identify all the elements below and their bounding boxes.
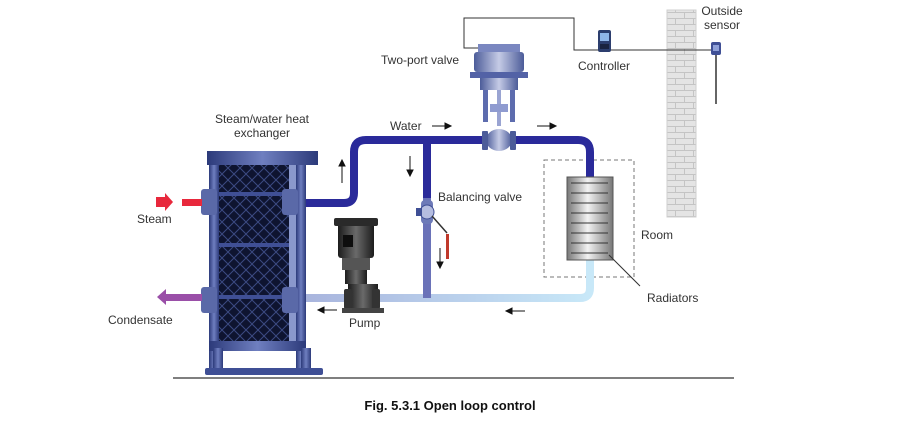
heat-exchanger-label: Steam/water heat exchanger	[200, 112, 324, 140]
water-label: Water	[390, 119, 422, 133]
controller-icon	[598, 30, 611, 52]
two-port-valve-label: Two-port valve	[381, 53, 460, 67]
balancing-valve-label: Balancing valve	[438, 190, 523, 204]
steam-arrow	[156, 193, 173, 211]
pump-label: Pump	[349, 316, 381, 330]
pump-icon	[334, 218, 384, 313]
outside-sensor-icon	[711, 42, 721, 104]
flow-arrows	[316, 122, 558, 315]
bypass-pipe-top	[423, 140, 431, 198]
outside-sensor-label-line1: Outside	[701, 4, 743, 18]
return-pipe	[290, 258, 594, 302]
outside-sensor-label: Outside sensor	[698, 4, 746, 32]
two-port-valve-icon	[470, 44, 528, 151]
control-wire-valve	[463, 17, 600, 51]
steam-label: Steam	[137, 212, 172, 226]
steam-pipe	[182, 199, 202, 206]
condensate-label: Condensate	[108, 313, 173, 327]
condensate-pipe	[172, 294, 202, 301]
radiators-leader	[608, 254, 641, 287]
room-label: Room	[641, 228, 674, 242]
brick-wall-icon	[666, 9, 697, 218]
radiators-label: Radiators	[647, 291, 699, 305]
heat-exchanger-label-line1: Steam/water heat	[214, 112, 310, 126]
balancing-valve-icon	[416, 200, 449, 259]
heat-exchanger-label-line2: exchanger	[233, 126, 291, 140]
figure-caption: Fig. 5.3.1 Open loop control	[364, 398, 536, 413]
outside-sensor-label-line2: sensor	[703, 18, 741, 32]
radiator-icon	[566, 176, 614, 261]
heat-exchanger-icon	[201, 151, 323, 375]
flow-pipe	[292, 136, 594, 207]
condensate-arrow	[157, 289, 172, 305]
controller-label: Controller	[578, 59, 631, 73]
